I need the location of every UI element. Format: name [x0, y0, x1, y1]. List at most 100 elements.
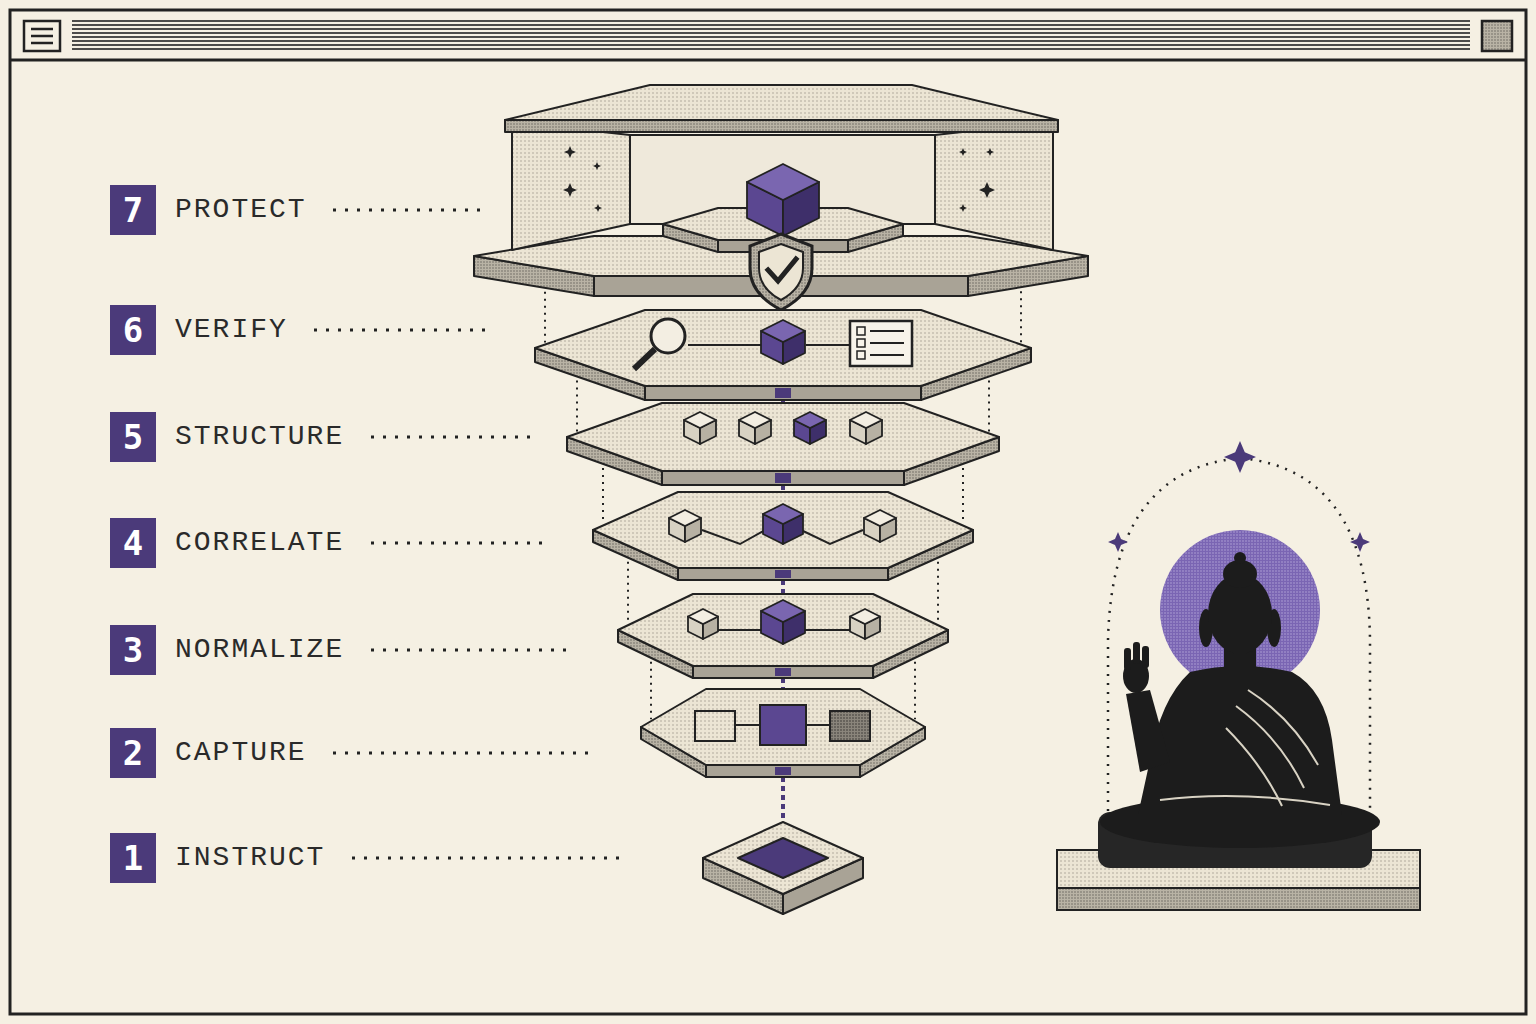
checklist-line	[870, 354, 904, 356]
step-label: PROTECT	[175, 195, 307, 226]
step-number: 5	[123, 420, 143, 454]
leader-dots	[314, 329, 485, 332]
guide-dots	[602, 468, 604, 524]
layer-top	[618, 594, 948, 666]
aura-arch	[1108, 458, 1370, 820]
sparkle	[959, 148, 967, 156]
layer-top	[567, 403, 999, 471]
step-label: CAPTURE	[175, 738, 307, 769]
checklist-box	[857, 327, 865, 335]
sparkle	[1108, 532, 1128, 552]
leader-dots	[371, 542, 548, 545]
guide-dots	[914, 662, 916, 719]
layer-front	[706, 765, 860, 777]
checklist-box	[857, 339, 865, 347]
step-number: 2	[123, 736, 143, 770]
robe-fold	[1160, 796, 1330, 805]
cube-face	[761, 600, 805, 622]
buddha-forearm	[1126, 690, 1170, 772]
step-number: 7	[123, 193, 143, 227]
buddha-torso	[1138, 666, 1342, 815]
checklist-line	[870, 342, 904, 344]
icon-link	[718, 629, 762, 631]
robe-fold	[1226, 728, 1282, 806]
step-label: INSTRUCT	[175, 843, 325, 874]
sparkle	[1350, 532, 1370, 552]
cube-face	[794, 412, 826, 428]
guide-dots	[650, 662, 652, 719]
layer-link-mark	[775, 473, 791, 483]
menu-icon-line	[31, 42, 53, 45]
layer-link-mark	[775, 668, 791, 676]
step-number-box: 3NORMALIZE	[110, 625, 156, 675]
step-number-box: 7PROTECT	[110, 185, 156, 235]
step-number: 3	[123, 633, 143, 667]
cube-face	[761, 320, 805, 342]
buddha-finger	[1124, 648, 1131, 670]
step-number-box: 5STRUCTURE	[110, 412, 156, 462]
icon-link	[702, 530, 765, 544]
icon-link	[806, 344, 850, 346]
layer-link-mark	[775, 388, 791, 398]
step-number: 4	[123, 526, 143, 560]
cube-face	[739, 412, 771, 428]
layer-front	[678, 568, 888, 580]
icon-link	[801, 530, 863, 544]
sparkle	[1224, 441, 1256, 473]
spine-dashes	[781, 777, 785, 822]
cube-face	[850, 609, 880, 624]
icon-link	[735, 724, 760, 726]
sparkle	[979, 182, 995, 198]
case-side-wall	[935, 122, 1053, 250]
layer-top	[535, 310, 1031, 386]
buddha-topknot	[1234, 552, 1246, 564]
step-label: CORRELATE	[175, 528, 344, 559]
pedestal-base	[1057, 888, 1420, 910]
checklist-box	[857, 351, 865, 359]
title-bar-border	[10, 59, 1526, 62]
cube-face	[669, 510, 701, 526]
guide-dots	[937, 562, 939, 624]
buddha-finger	[1142, 646, 1149, 668]
case-roof	[505, 85, 1058, 120]
icon-link	[688, 344, 762, 346]
layer-front	[693, 666, 873, 678]
case-roof-edge	[505, 120, 1058, 132]
magnifier-handle	[634, 349, 655, 369]
sparkle	[959, 204, 967, 212]
guide-dots	[962, 468, 964, 524]
step-number-box: 2CAPTURE	[110, 728, 156, 778]
menu-icon-line	[31, 35, 53, 38]
layer-link-mark	[775, 570, 791, 578]
step-label: VERIFY	[175, 315, 288, 346]
step-label: STRUCTURE	[175, 422, 344, 453]
sparkle	[563, 183, 577, 197]
icon-link	[805, 629, 850, 631]
guide-dots	[1020, 291, 1022, 342]
checklist-icon	[850, 321, 912, 366]
icon-link	[806, 724, 830, 726]
buddha-ushnisha	[1223, 560, 1257, 588]
leader-dots	[371, 649, 570, 652]
layer-front	[645, 386, 921, 400]
guide-dots	[576, 381, 578, 432]
cube-face	[864, 510, 896, 526]
illustration-part	[474, 85, 1420, 914]
layer-link-mark	[775, 767, 791, 775]
magnifier-icon	[651, 319, 685, 353]
step-number-box: 4CORRELATE	[110, 518, 156, 568]
capture-block	[760, 705, 806, 745]
cube-face	[763, 504, 803, 524]
input-card	[830, 711, 870, 741]
close-box	[1482, 21, 1512, 51]
tile-top	[703, 822, 863, 894]
shield-icon	[750, 234, 812, 310]
cube-face	[850, 412, 882, 428]
menu-icon-line	[31, 28, 53, 31]
layer-top	[593, 492, 973, 568]
robe-fold	[1236, 706, 1304, 788]
sparkle	[986, 148, 994, 156]
leader-dots	[333, 752, 595, 755]
